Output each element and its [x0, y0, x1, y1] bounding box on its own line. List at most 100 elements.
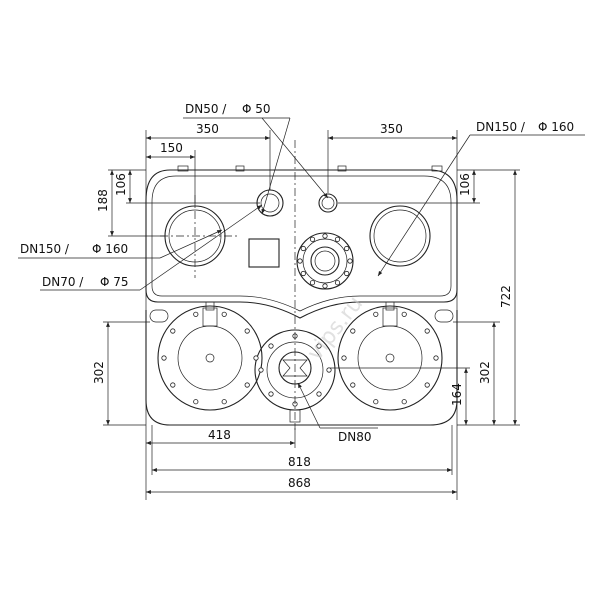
dim-value-188: 188	[96, 189, 110, 212]
right-pump-housing	[337, 305, 443, 411]
bolt-hole	[322, 283, 328, 289]
dn80-outlet-valve	[282, 359, 308, 377]
left-pump-housing	[157, 305, 263, 411]
dim-value-722: 722	[499, 285, 513, 308]
dn150-right-inlet-inner	[373, 209, 427, 263]
bolt-hole	[300, 245, 306, 252]
bolt-hole	[193, 399, 199, 405]
leader-dn70	[139, 204, 263, 291]
label-dn70: DN70 /	[42, 275, 84, 289]
lower-pump-section	[145, 301, 458, 426]
label-dn50: DN50 /	[185, 102, 227, 116]
bolt-hole	[322, 233, 328, 239]
bolt-hole	[401, 399, 407, 405]
leader-dn50	[261, 117, 291, 215]
right-pump-center	[385, 353, 395, 363]
label-dn150-left: DN150 /	[20, 242, 70, 256]
top-tab	[177, 165, 189, 172]
bolt-hole	[161, 355, 167, 361]
dim-value-418: 418	[208, 428, 231, 442]
lower-housing-outline	[145, 310, 458, 426]
bolt-hole	[350, 328, 356, 334]
bolt-hole	[221, 311, 227, 317]
dn70-port-inner	[321, 196, 335, 210]
bolt-hole	[424, 382, 430, 388]
leader-lines	[18, 117, 585, 429]
bolt-hole	[424, 328, 430, 334]
label-phi75: Φ 75	[100, 275, 129, 289]
drain-stub	[289, 409, 301, 423]
gear-fitting-hole	[314, 250, 336, 272]
bolt-hole	[170, 328, 176, 334]
label-dn150-top: DN150 /	[476, 120, 526, 134]
left-pump-cable-gland	[202, 307, 218, 327]
mounting-lug	[434, 309, 454, 323]
dimension-lines	[103, 130, 520, 500]
bolt-hole	[350, 382, 356, 388]
upper-tank	[145, 165, 458, 319]
bolt-hole	[309, 236, 316, 242]
right-pump-motor	[357, 325, 423, 391]
bolt-hole	[244, 382, 250, 388]
dn70-port	[318, 193, 338, 213]
dimension-values: 350 350 150 188 106 106 722 302 302 164 …	[92, 122, 513, 490]
leader-dn150-left	[159, 229, 223, 259]
dim-value-868: 868	[288, 476, 311, 490]
bolt-hole	[297, 258, 303, 264]
dim-value-302-left: 302	[92, 361, 106, 384]
top-tab	[235, 165, 245, 172]
bolt-hole	[326, 367, 332, 373]
bolt-hole	[268, 391, 274, 397]
left-pump-cable-cap	[205, 301, 215, 311]
gear-fitting-outer	[296, 232, 354, 290]
bolt-hole	[341, 355, 347, 361]
bolt-hole	[334, 236, 341, 242]
bolt-hole	[433, 355, 439, 361]
inspection-cover	[248, 238, 280, 268]
bolt-hole	[344, 245, 350, 252]
label-dn80: DN80	[338, 430, 372, 444]
bolt-hole	[170, 382, 176, 388]
bolt-hole	[316, 343, 322, 349]
dim-value-350-right: 350	[380, 122, 403, 136]
bolt-holes	[161, 233, 439, 407]
bolt-hole	[268, 343, 274, 349]
dim-value-302-right: 302	[478, 361, 492, 384]
bolt-hole	[193, 311, 199, 317]
dim-value-106-right: 106	[458, 173, 472, 196]
bolt-hole	[344, 270, 350, 277]
gear-fitting-ring	[302, 238, 348, 284]
dim-value-150: 150	[160, 141, 183, 155]
bolt-hole	[258, 367, 264, 373]
bolt-hole	[334, 280, 341, 286]
bolt-hole	[316, 391, 322, 397]
leader-dn50-b	[261, 117, 329, 199]
centerlines	[160, 140, 296, 430]
dim-value-818: 818	[288, 455, 311, 469]
label-phi50: Φ 50	[242, 102, 271, 116]
mounting-lug	[149, 309, 169, 323]
right-pump-cable-gland	[382, 307, 398, 327]
bolt-hole	[253, 355, 259, 361]
dn150-right-inlet	[369, 205, 431, 267]
dim-value-350-left: 350	[196, 122, 219, 136]
port-labels: DN50 / Φ 50 DN150 / Φ 160 DN150 / Φ 160 …	[20, 102, 574, 444]
bolt-hole	[221, 399, 227, 405]
top-tab	[431, 165, 443, 172]
bolt-hole	[373, 311, 379, 317]
label-phi160-left: Φ 160	[92, 242, 128, 256]
label-phi160-top: Φ 160	[538, 120, 574, 134]
bolt-hole	[309, 280, 316, 286]
dim-value-164: 164	[450, 383, 464, 406]
bolt-hole	[300, 270, 306, 277]
bolt-hole	[401, 311, 407, 317]
bolt-hole	[373, 399, 379, 405]
bolt-hole	[347, 258, 353, 264]
leader-dn150-top	[377, 134, 471, 277]
leader-dn80	[297, 382, 321, 429]
top-tab	[337, 165, 347, 172]
dn50-port-inner	[260, 193, 280, 213]
bolt-hole	[244, 328, 250, 334]
